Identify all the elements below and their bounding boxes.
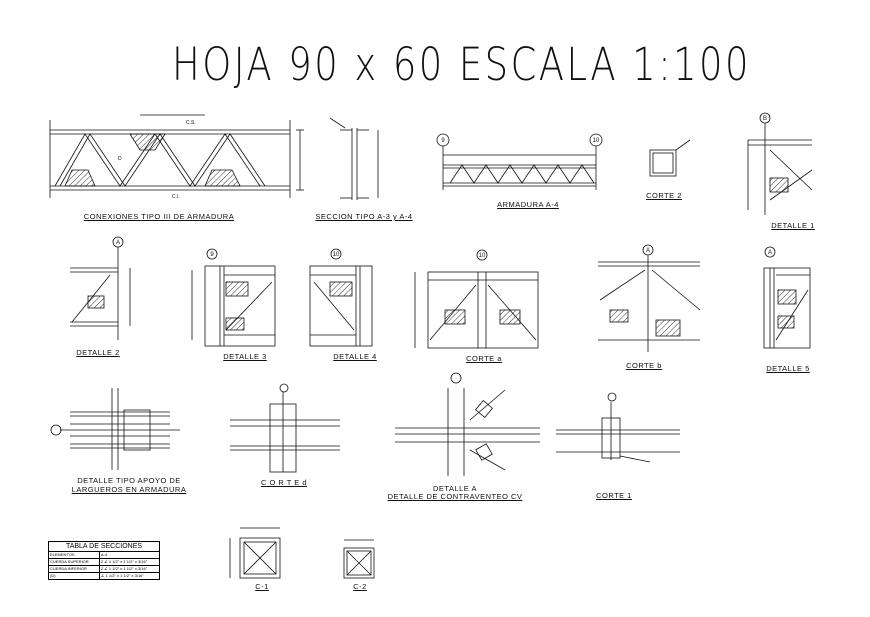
- table-cell: 2 ∠ 1 1/2" x 1 1/2" x 3/16": [98, 558, 161, 566]
- label-c1: C-1: [255, 582, 269, 591]
- sheet-title: HOJA 90 x 60 ESCALA 1:100: [172, 38, 751, 91]
- label-detalle-a-2: DETALLE DE CONTRAVENTEO CV: [387, 492, 523, 501]
- seccion-tipo-drawing: [329, 117, 379, 200]
- corte-b-drawing: [598, 244, 701, 352]
- table-cell: (D): [48, 572, 100, 580]
- table-row: (D) ∠ 1 1/2" x 1 1/2" x 3/16": [48, 572, 161, 580]
- detalle2-drawing: [70, 236, 131, 340]
- table-header-cell: ELEMENTOS: [48, 551, 100, 559]
- detalle-tipo-apoyo-drawing: [50, 388, 180, 470]
- corte-d-drawing: [230, 383, 340, 473]
- corte2-drawing: [649, 139, 691, 177]
- detalle3-drawing: [191, 248, 276, 347]
- corte-a-drawing: [414, 249, 539, 349]
- label-corte-a: CORTE a: [466, 354, 502, 363]
- label-detalle1: DETALLE 1: [771, 221, 815, 230]
- tabla-title: TABLA DE SECCIONES: [48, 541, 160, 551]
- c1-drawing: [229, 527, 281, 579]
- tabla-secciones: TABLA DE SECCIONES ELEMENTOS A-4 CUERDA …: [48, 541, 161, 580]
- detalle4-drawing: [309, 248, 373, 347]
- table-cell: CUERDA SUPERIOR: [48, 558, 100, 566]
- label-detalle4: DETALLE 4: [333, 352, 377, 361]
- detalle5-drawing: [763, 246, 811, 349]
- label-detalle3: DETALLE 3: [223, 352, 267, 361]
- detalle1-drawing: [747, 112, 813, 215]
- label-corte-d: C O R T E d: [260, 478, 308, 487]
- label-corte2: CORTE 2: [646, 191, 682, 200]
- table-cell: ∠ 1 1/2" x 1 1/2" x 3/16": [98, 572, 161, 580]
- label-corte1: CORTE 1: [596, 491, 632, 500]
- armadura-a4-drawing: [436, 133, 603, 190]
- label-armadura: ARMADURA A-4: [497, 200, 559, 209]
- label-detalle2: DETALLE 2: [76, 348, 120, 357]
- corte1-drawing: [556, 392, 680, 463]
- c2-drawing: [343, 539, 375, 579]
- label-conexiones: CONEXIONES TIPO III DE ARMADURA: [83, 212, 235, 221]
- label-detalle-tipo-apoyo-2: LARGUEROS EN ARMADURA: [71, 485, 187, 494]
- table-row: CUERDA INFERIOR 2 ∠ 1 1/2" x 1 1/2" x 3/…: [48, 565, 161, 573]
- label-corte-b: CORTE b: [626, 361, 662, 370]
- label-detalle-tipo-apoyo-1: DETALLE TIPO APOYO DE: [77, 476, 181, 485]
- conexiones-truss-drawing: [49, 114, 304, 198]
- detalle-a-drawing: [395, 372, 540, 476]
- table-header-cell: A-4: [98, 551, 161, 559]
- label-seccion-tipo: SECCION TIPO A-3 y A-4: [315, 212, 413, 221]
- label-detalle-a-1: DETALLE A: [433, 484, 477, 493]
- label-detalle5: DETALLE 5: [766, 364, 810, 373]
- table-cell: 2 ∠ 1 1/2" x 1 1/2" x 3/16": [98, 565, 161, 573]
- table-row: CUERDA SUPERIOR 2 ∠ 1 1/2" x 1 1/2" x 3/…: [48, 558, 161, 566]
- label-c2: C-2: [353, 582, 367, 591]
- table-cell: CUERDA INFERIOR: [48, 565, 100, 573]
